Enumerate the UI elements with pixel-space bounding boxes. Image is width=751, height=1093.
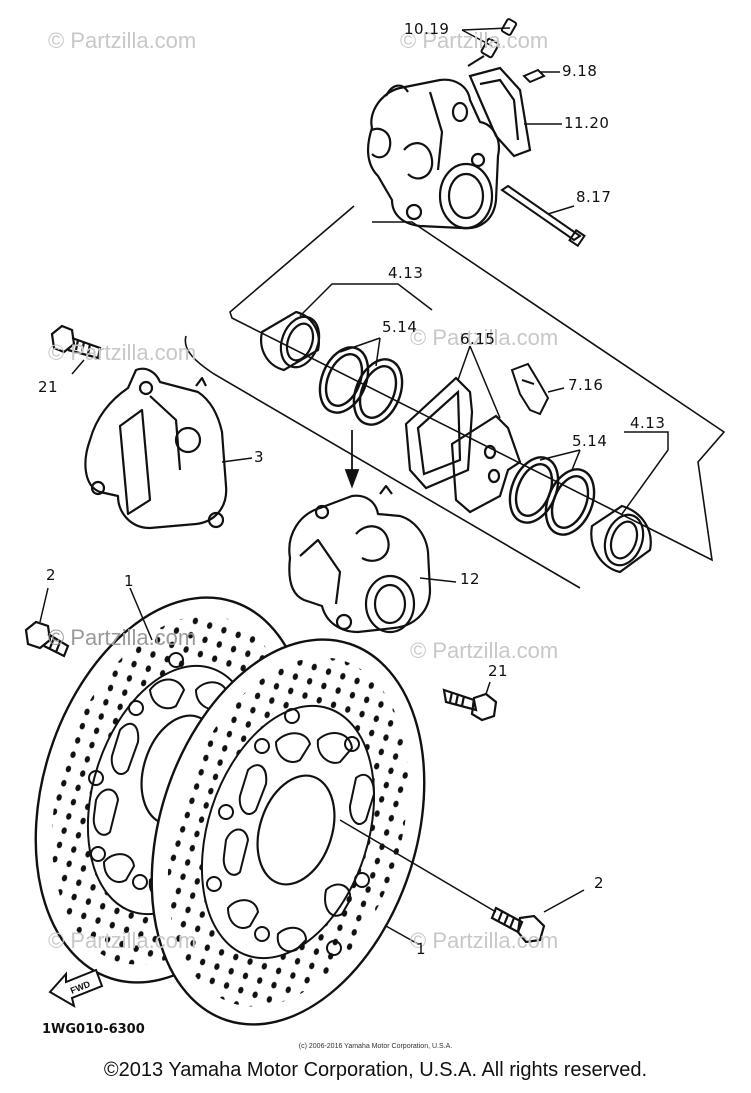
fwd-arrow-icon: FWD	[48, 968, 104, 1009]
pad-spring	[468, 66, 532, 158]
callout-11-20: 11.20	[564, 114, 610, 132]
callout-7-16: 7.16	[568, 376, 604, 394]
diagram-code: 1WG010-6300	[42, 1022, 145, 1037]
callout-21-lower: 21	[488, 662, 509, 680]
bleed-screw	[467, 18, 518, 67]
copyright: ©2013 Yamaha Motor Corporation, U.S.A. A…	[103, 1059, 648, 1081]
callout-3: 3	[254, 448, 265, 466]
callout-6-15: 6.15	[460, 330, 496, 348]
watermark: © Partzilla.com	[400, 28, 549, 53]
bolt-2-right	[490, 906, 546, 944]
brake-pads	[404, 376, 522, 514]
watermark: © Partzilla.com	[410, 638, 559, 663]
callout-2-left: 2	[46, 566, 57, 584]
assembly-arrow	[344, 430, 360, 489]
caliper-12	[288, 484, 432, 634]
callout-9-18: 9.18	[562, 62, 598, 80]
piston-top	[260, 310, 321, 372]
seals-top	[318, 346, 404, 426]
watermark: © Partzilla.com	[48, 28, 197, 53]
bolt-21-lower	[442, 688, 498, 722]
callout-4-13-top: 4.13	[388, 264, 424, 282]
watermark: © Partzilla.com	[48, 625, 197, 650]
bolt-2-left	[24, 620, 70, 658]
callout-21-left: 21	[38, 378, 59, 396]
callout-8-17: 8.17	[576, 188, 612, 206]
leader-lines	[39, 27, 669, 945]
callout-5-14-top: 5.14	[382, 318, 418, 336]
callout-1-top: 1	[124, 572, 135, 590]
exploded-outline	[184, 205, 726, 589]
left-caliper	[84, 367, 228, 530]
callout-5-14-right: 5.14	[572, 432, 608, 450]
piston-right	[590, 504, 652, 574]
callout-10-19: 10.19	[404, 20, 450, 38]
callout-2-right: 2	[594, 874, 605, 892]
watermark: © Partzilla.com	[410, 325, 559, 350]
top-caliper	[366, 78, 500, 230]
watermark: © Partzilla.com	[48, 340, 197, 365]
pad-pin	[500, 68, 586, 248]
brake-disc-front	[150, 638, 426, 1026]
callout-4-13-right: 4.13	[630, 414, 666, 432]
callout-1-bottom: 1	[416, 940, 427, 958]
watermark: © Partzilla.com	[48, 928, 197, 953]
callout-12: 12	[460, 570, 481, 588]
watermark: © Partzilla.com	[410, 928, 559, 953]
pad-clip	[510, 362, 550, 416]
bolt-21-left	[50, 324, 102, 360]
small-copyright: (c) 2006-2016 Yamaha Motor Corporation, …	[298, 1043, 453, 1050]
